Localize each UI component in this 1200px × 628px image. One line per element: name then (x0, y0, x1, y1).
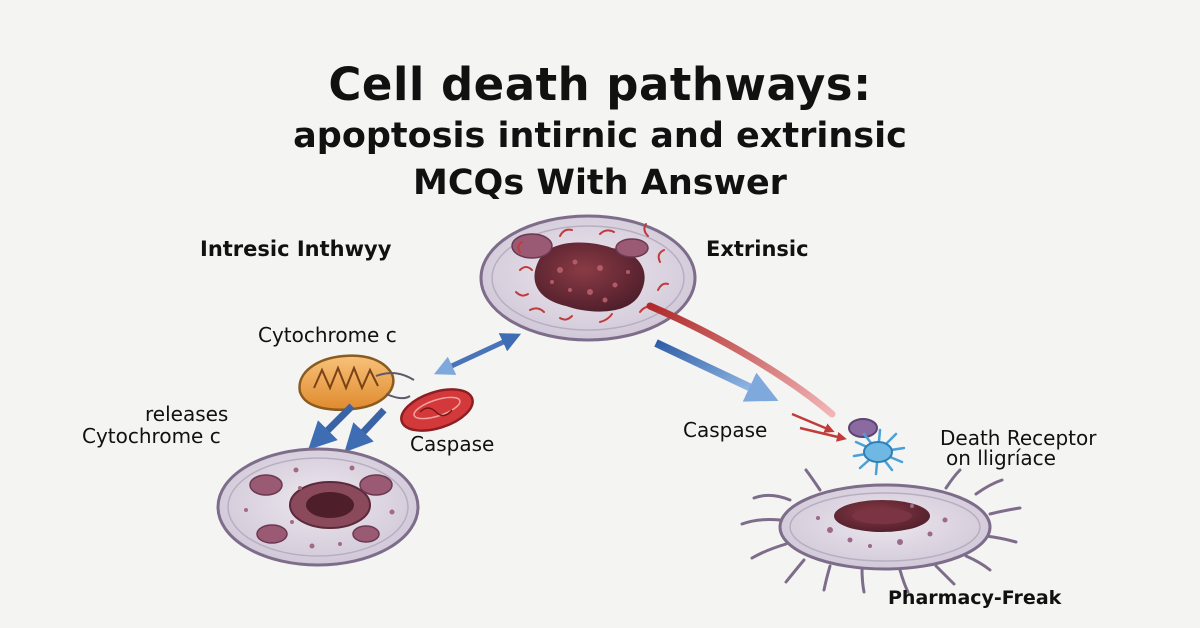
cytochrome-c-label: Cytochrome c (258, 323, 397, 347)
caspase-capsule-left (400, 388, 474, 432)
death-receptor (848, 418, 906, 476)
mitochondrion (298, 354, 415, 411)
caspase-left-label: Caspase (410, 432, 495, 456)
extrinsic-pathway-label: Extrinsic (706, 237, 809, 261)
red-arrow-top (646, 302, 836, 418)
release-arrow-2 (344, 407, 387, 453)
title-line-2: apoptosis intirnic and extrinsic (293, 116, 907, 156)
intrinsic-pathway-label: Intresic Inthwyy (200, 237, 392, 261)
red-arrow-small-1 (791, 412, 835, 433)
death-receptor-label: Death Receptor (940, 426, 1097, 450)
extrinsic-target-cell (740, 468, 1022, 594)
apoptotic-cell-top (479, 214, 697, 342)
red-arrow-small-2 (799, 426, 847, 442)
brand-watermark: Pharmacy-Freak (888, 587, 1062, 609)
releases-label: releases (145, 402, 229, 426)
intrinsic-target-cell (216, 447, 420, 567)
release-arrow-1 (308, 403, 355, 450)
title-line-1: Cell death pathways: (328, 58, 872, 111)
caspase-right-label: Caspase (683, 418, 768, 442)
death-receptor-sublabel: on lligríace (946, 446, 1056, 470)
title-line-3: MCQs With Answer (413, 163, 787, 203)
double-arrow (433, 333, 522, 375)
blue-arrow-extrinsic (654, 339, 779, 402)
releases-cytochrome-label: Cytochrome c (82, 424, 221, 448)
